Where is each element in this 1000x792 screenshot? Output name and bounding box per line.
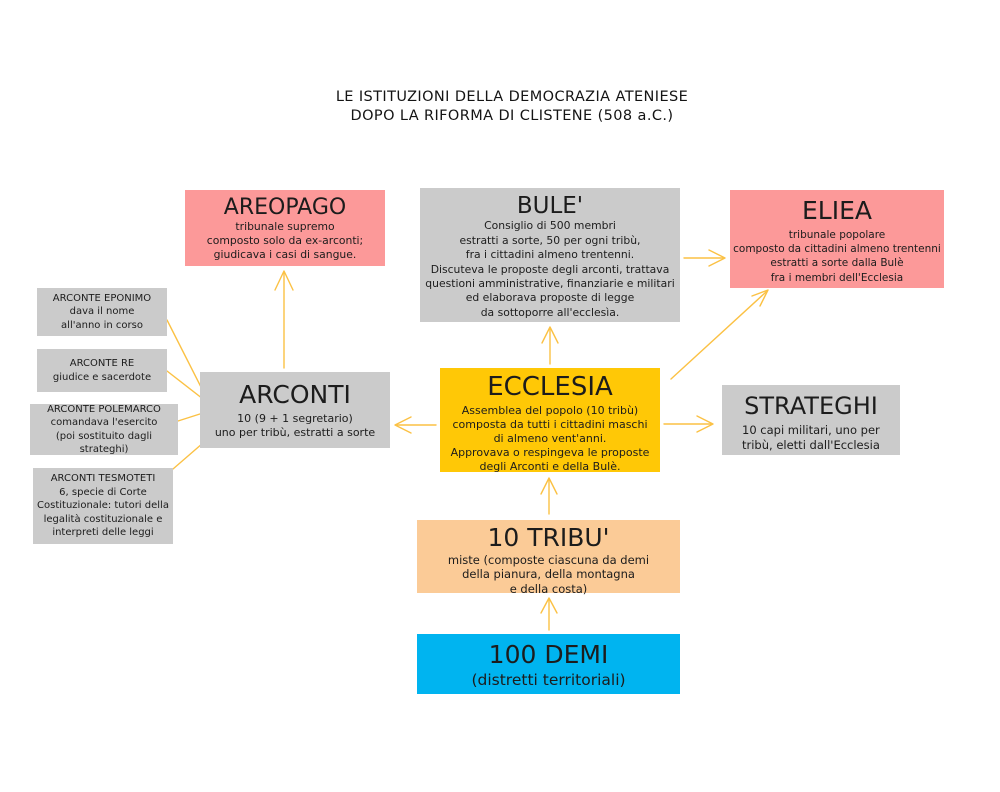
areopago-box: AREOPAGO tribunale supremo composto solo… [185, 190, 385, 266]
arconte-re-title: ARCONTE RE [69, 358, 135, 369]
eliea-body: tribunale popolare composto da cittadini… [733, 228, 941, 284]
arconte-eponimo-title: ARCONTE EPONIMO [52, 292, 152, 304]
diagram-title-line1: LE ISTITUZIONI DELLA DEMOCRAZIA ATENIESE [335, 89, 689, 105]
ecclesia-title: ECCLESIA [487, 372, 613, 402]
arconti-title: ARCONTI [239, 380, 351, 409]
strateghi-title: STRATEGHI [744, 392, 878, 420]
line-polemarco-to-arconti [177, 412, 204, 422]
areopago-body: tribunale supremo composto solo da ex-ar… [206, 220, 364, 262]
bule-title: BULE' [516, 193, 584, 219]
strateghi-body: 10 capi militari, uno per tribù, eletti … [742, 422, 880, 452]
arconte-polemarco-title: ARCONTE POLEMARCO [47, 403, 161, 415]
archon-connector-lines [166, 319, 204, 470]
ecclesia-box: ECCLESIA Assemblea del popolo (10 tribù)… [440, 368, 660, 474]
arrow-ecclesia-to-strateghi [663, 415, 714, 433]
tribu-body: miste (composte ciascuna da demi della p… [447, 552, 650, 597]
demi-body: (distretti territoriali) [471, 670, 626, 689]
demi-box: 100 DEMI (distretti territoriali) [417, 634, 680, 694]
areopago-title: AREOPAGO [223, 195, 347, 220]
arconti-body: 10 (9 + 1 segretario) uno per tribù, est… [214, 411, 376, 440]
demi-title: 100 DEMI [488, 640, 609, 669]
eliea-title: ELIEA [802, 196, 872, 225]
arrow-arconti-to-areopago [274, 270, 294, 369]
arconti-tesmoteti-title: ARCONTI TESMOTETI [50, 473, 156, 485]
diagram-title-line2: DOPO LA RIFORMA DI CLISTENE (508 a.C.) [350, 107, 674, 124]
line-re-to-arconti [166, 370, 204, 400]
arconte-polemarco-body: comandava l'esercito (poi sostituito dag… [50, 417, 158, 455]
tribu-box: 10 TRIBU' miste (composte ciascuna da de… [417, 520, 680, 596]
arrow-ecclesia-to-eliea [670, 289, 769, 380]
bule-body: Consiglio di 500 membri estratti a sorte… [425, 219, 675, 319]
strateghi-box: STRATEGHI 10 capi militari, uno per trib… [722, 385, 900, 455]
arconte-polemarco-box: ARCONTE POLEMARCO comandava l'esercito (… [30, 404, 178, 455]
arconte-eponimo-body: dava il nome all'anno in corso [61, 306, 143, 331]
tribu-title: 10 TRIBU' [487, 523, 610, 552]
ecclesia-body: Assemblea del popolo (10 tribù) composta… [450, 403, 650, 474]
arconte-re-box: ARCONTE RE giudice e sacerdote [37, 349, 167, 392]
eliea-box: ELIEA tribunale popolare composto da cit… [730, 190, 944, 288]
arrow-ecclesia-to-bule [541, 326, 559, 365]
diagram-title: LE ISTITUZIONI DELLA DEMOCRAZIA ATENIESE… [0, 88, 1000, 126]
arrow-demi-to-tribu [540, 597, 558, 631]
arrow-tribu-to-ecclesia [540, 477, 558, 515]
line-tesmoteti-to-arconti [172, 442, 204, 470]
line-eponimo-to-arconti [166, 319, 204, 392]
arrow-bule-to-eliea [683, 249, 726, 267]
bule-box: BULE' Consiglio di 500 membri estratti a… [420, 188, 680, 322]
arconte-re-body: giudice e sacerdote [52, 371, 152, 383]
arrow-ecclesia-to-arconti [394, 416, 437, 434]
arconti-tesmoteti-body: 6, specie di Corte Costituzionale: tutor… [37, 486, 169, 539]
arconte-eponimo-box: ARCONTE EPONIMO dava il nome all'anno in… [37, 288, 167, 336]
arconti-tesmoteti-box: ARCONTI TESMOTETI 6, specie di Corte Cos… [33, 468, 173, 544]
arconti-box: ARCONTI 10 (9 + 1 segretario) uno per tr… [200, 372, 390, 448]
